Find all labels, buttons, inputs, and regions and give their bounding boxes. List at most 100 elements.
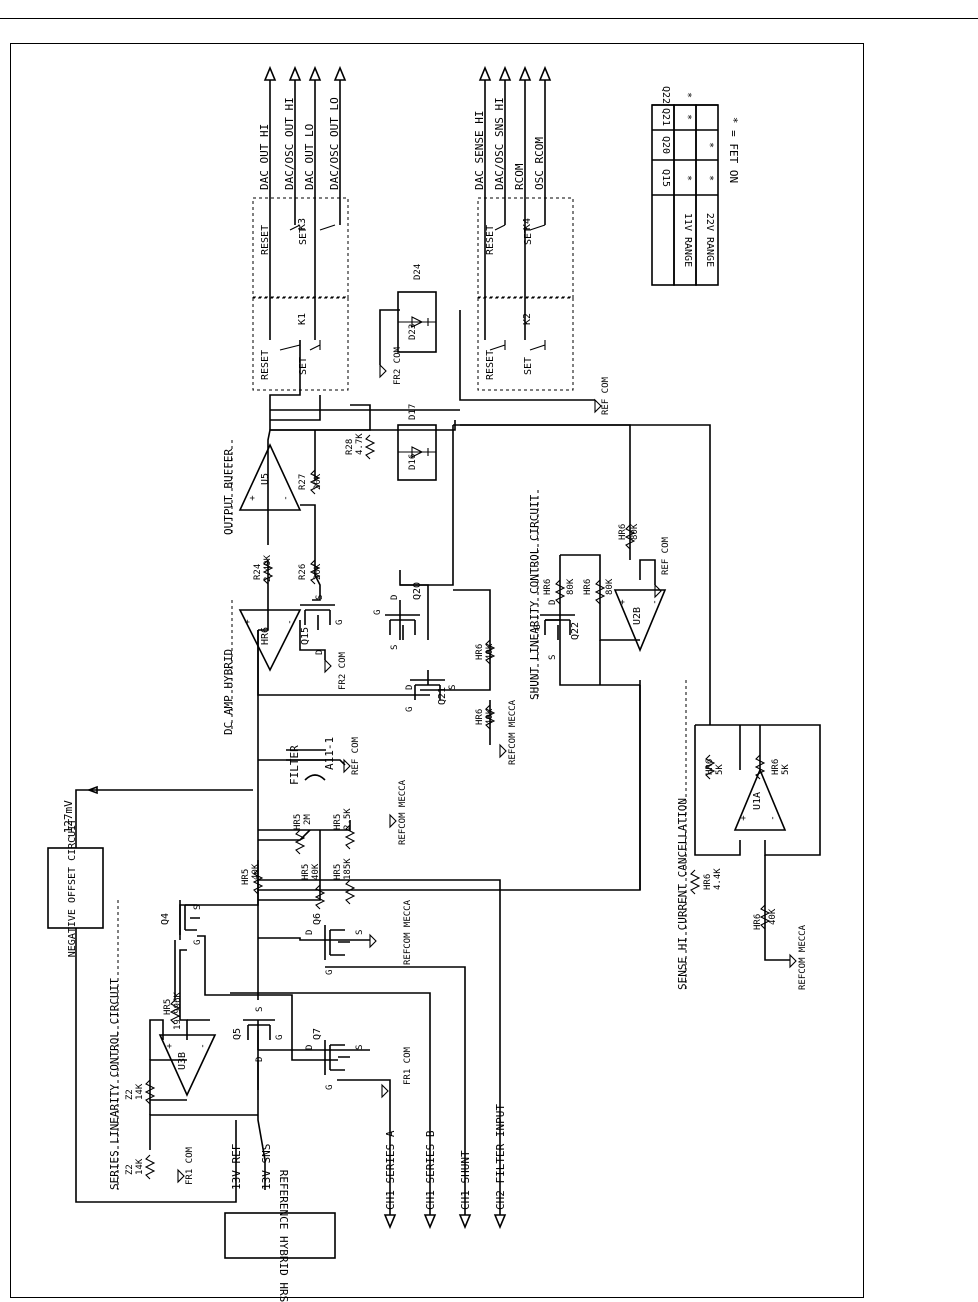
res-hr5-e-val: 2M [303, 814, 313, 825]
res-r26-val: 20K [313, 563, 323, 580]
fet-q5-pin-d: D [255, 1057, 265, 1062]
fet-table-mark-11v-q15: * [682, 175, 693, 181]
res-hr5-d-val: 185K [343, 858, 353, 880]
res-hr5-b-val: 40K [251, 863, 261, 880]
fet-table-row-11v: 11V RANGE [682, 213, 693, 267]
input-ch1-series-a: CH1 SERIES A [384, 1130, 397, 1210]
fet-q15-pin-s: S [315, 595, 325, 600]
resistor-hr6-80k-c [624, 524, 636, 550]
sense-section-label: SENSE HI CURRENT CANCELLATION [676, 798, 689, 990]
fet-q20-pin-s: S [390, 645, 400, 650]
relay-k3-box [252, 197, 349, 299]
negative-offset-label: NEGATIVE OFFSET CIRCUIT [67, 819, 78, 957]
res-hr5-b-ref: HR5 [241, 869, 251, 885]
relay-k3-reset: RESET [260, 225, 271, 255]
res-hr6-q21-ref: HR6 [475, 709, 485, 725]
section-lines [117, 440, 687, 1190]
dc-amp-section-label: DC AMP HYBRID [222, 649, 235, 735]
filter-capacitor [286, 749, 326, 761]
res-r28-ref: R28 [345, 439, 355, 455]
res-hr6-5k-b-ref: HR6 [771, 759, 781, 775]
opamp-u2b-plus: + [618, 599, 628, 605]
res-hr5-c-val: 40K [311, 863, 321, 880]
opamp-u5-shape [238, 443, 302, 511]
res-hr5-c-ref: HR5 [301, 864, 311, 880]
sns13-label: 13V SNS [260, 1144, 273, 1190]
fet-q20-pin-g: G [373, 610, 383, 615]
figure-frame [10, 43, 864, 1298]
fet-q6-label: Q6 [312, 913, 323, 925]
res-hr5-f-ref: HR5 [333, 814, 343, 830]
input-ch1-series-b: CH1 SERIES B [424, 1130, 437, 1210]
fet-q7-pin-d: D [305, 1045, 315, 1050]
a11-capacitor [304, 774, 326, 781]
opamp-u2b-shape [613, 589, 667, 653]
resistor-r27 [309, 469, 321, 495]
reference-box-label: REFERENCE HYBRID HRS [277, 1170, 290, 1302]
resistor-hr6-80k-b [594, 579, 606, 605]
fet-q6-pin-d: D [305, 930, 315, 935]
reference-box [224, 1212, 336, 1259]
res-z2-a-ref: Z2 [125, 1164, 135, 1175]
res-r27-ref: R27 [298, 474, 308, 490]
res-hr6-q21-val: 40K [485, 708, 495, 725]
resistor-z2-left [144, 1154, 156, 1180]
res-r28-val: 4.7K [355, 433, 365, 455]
ref13-label: 13V REF [230, 1144, 243, 1190]
top-rule [0, 18, 978, 19]
relay-k3-label: K3 [297, 218, 308, 230]
fet-q22-pin-g: G [533, 625, 543, 630]
fet-q5-shape [243, 1019, 275, 1050]
res-hr6-80k-b-val: 80K [605, 578, 615, 595]
neg-mv-label: -127mV [62, 800, 75, 840]
fet-q6-shape [324, 925, 350, 960]
diode-d23-label: D23 [408, 324, 418, 340]
relay-k2-reset: RESET [485, 350, 496, 380]
res-hr6-80k-c-ref: HR6 [618, 524, 628, 540]
resistor-hr5-40k [252, 869, 264, 895]
gnd-refcom-mecca-c: REFCOM MECCA [508, 699, 518, 765]
relay-k4-reset: RESET [485, 225, 496, 255]
fet-table-header-q22: Q22 [660, 86, 671, 104]
op-amps [158, 443, 787, 1097]
relay-k1-set: SET [298, 357, 309, 375]
opamp-u3b-plus: + [165, 1043, 175, 1049]
opamp-u1a-shape [733, 767, 787, 831]
resistor-r26 [309, 559, 321, 585]
res-r26-ref: R26 [298, 564, 308, 580]
shunt-section-label: SHUNT LINEARITY CONTROL CIRCUIT [528, 494, 541, 700]
resistor-hr6-5k-b [754, 754, 766, 780]
relay-k1-box [252, 296, 349, 391]
resistor-hr6-5k-a [704, 754, 716, 780]
fet-q5-pin-g: G [275, 1035, 285, 1040]
resistor-hr6-4.4k [689, 869, 701, 895]
res-hr6-80k-a-val: 80K [566, 578, 576, 595]
res-hr5-a-val: 19.996K [173, 991, 183, 1030]
negative-offset-box [47, 847, 104, 929]
fet-q6-pin-s: S [355, 930, 365, 935]
wiring [75, 65, 821, 1230]
fet-q4-shape [179, 900, 200, 935]
gnd-refcom-b: REF COM [601, 376, 611, 415]
res-r27-val: 20K [313, 473, 323, 490]
fet-q21-pin-g: G [405, 707, 415, 712]
gnd-refcom-mecca-d: REFCOM MECCA [798, 924, 808, 990]
resistor-r28 [364, 434, 376, 460]
res-hr6-5k-a-val: 5K [715, 764, 725, 775]
fet-q15-pin-d: D [315, 650, 325, 655]
opamp-u1a-plus: + [739, 815, 749, 821]
opamp-u1a-label: U1A [752, 792, 763, 810]
output-buffer-label: OUTPUT BUFFER [222, 449, 235, 535]
opamp-hr6-minus: - [285, 619, 295, 624]
fet-q15-pin-g: G [335, 620, 345, 625]
relay-k4-set: SET [523, 227, 534, 245]
res-hr6-q20-val: 40K [485, 643, 495, 660]
fet-table-mark-11v-q21: * [682, 114, 693, 120]
labels: REFERENCE HYBRID HRS NEGATIVE OFFSET CIR… [62, 97, 808, 1302]
res-hr6-q20-ref: HR6 [475, 644, 485, 660]
res-hr6-4.4k-ref: HR6 [703, 874, 713, 890]
fet-q7-shape [324, 1040, 350, 1075]
fet-q22-pin-s: S [548, 655, 558, 660]
fet-q21-pin-s: S [448, 685, 458, 690]
fet-q5-label: Q5 [232, 1028, 243, 1040]
